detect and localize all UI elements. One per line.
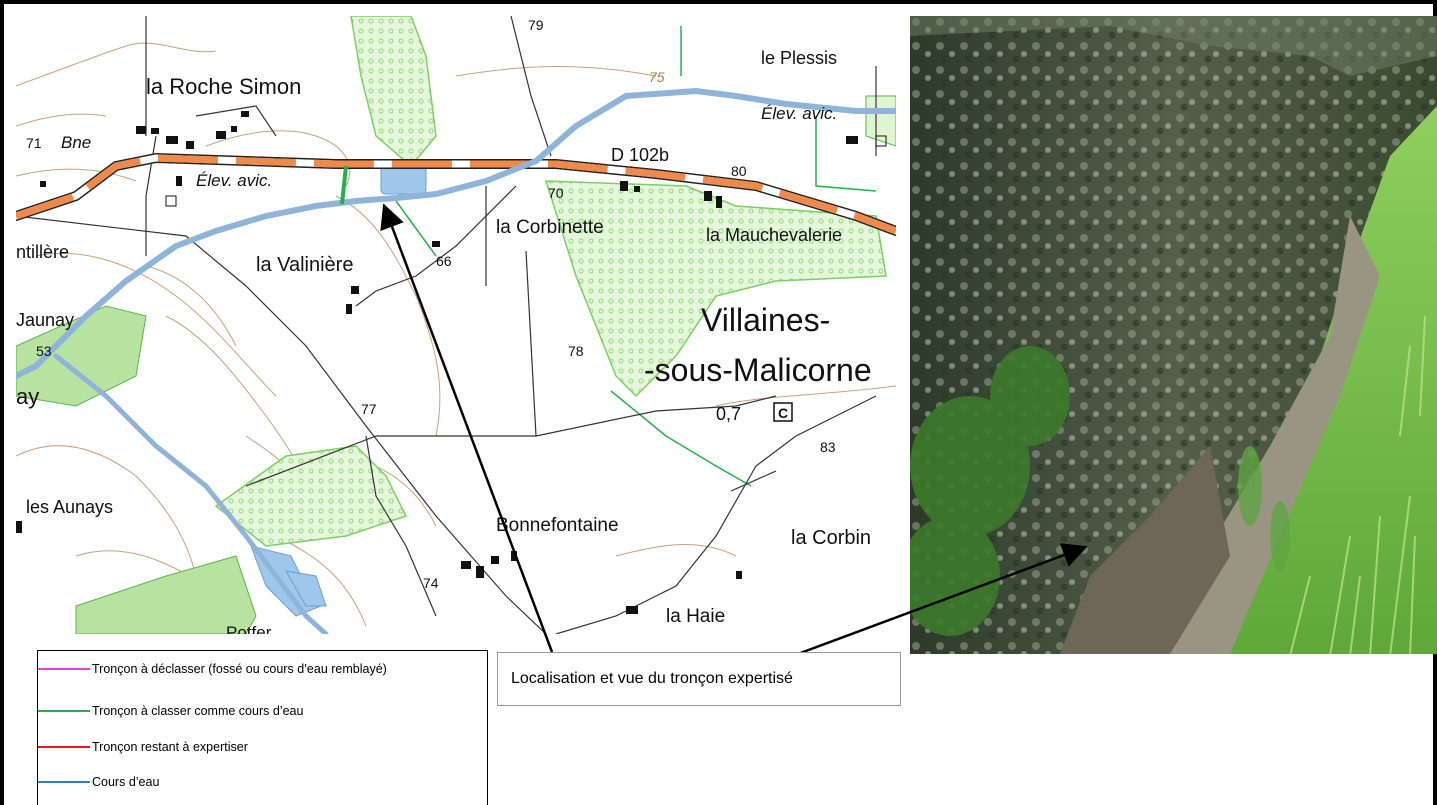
label-valiniere: la Valinière <box>256 254 353 276</box>
legend-item-declassify: Tronçon à déclasser (fossé ou cours d’ea… <box>38 659 387 679</box>
legend-label: Tronçon à classer comme cours d’eau <box>92 704 304 718</box>
elevation-77: 77 <box>361 401 377 417</box>
elevation-83: 83 <box>820 439 836 455</box>
site-photo <box>910 16 1437 654</box>
label-aunays: les Aunays <box>26 497 113 517</box>
elevation-75: 75 <box>649 69 665 85</box>
caption-box: Localisation et vue du tronçon expertisé <box>497 652 901 706</box>
label-roche-simon: la Roche Simon <box>146 74 301 99</box>
place-labels: la Roche Simon le Plessis Bne Élev. avic… <box>16 48 872 634</box>
legend-label: Tronçon à déclasser (fossé ou cours d’ea… <box>92 662 387 676</box>
expertised-segment <box>340 165 348 205</box>
caption-text: Localisation et vue du tronçon expertisé <box>511 670 793 687</box>
legend-swatch <box>38 746 90 748</box>
legend-swatch <box>38 710 90 712</box>
label-val07: 0,7 <box>716 404 741 424</box>
map-canvas: la Roche Simon le Plessis Bne Élev. avic… <box>16 16 896 634</box>
label-haie: la Haie <box>666 606 725 627</box>
label-corbinette: la Corbinette <box>496 217 604 238</box>
map-legend: Tronçon à déclasser (fossé ou cours d’ea… <box>37 650 488 805</box>
vegetation-areas <box>16 16 896 634</box>
legend-label: Cours d’eau <box>92 775 160 789</box>
label-corbin: la Corbin <box>791 527 871 549</box>
label-elev-2: Élev. avic. <box>761 104 837 123</box>
legend-swatch <box>38 668 90 670</box>
label-ntillere: ntillère <box>16 242 69 262</box>
photo-canvas <box>910 16 1437 654</box>
cemetery-symbol: C <box>773 402 793 422</box>
cemetery-letter: C <box>778 405 788 421</box>
legend-item-remaining: Tronçon restant à expertiser <box>38 737 248 757</box>
label-bonnefontaine: Bonnefontaine <box>496 515 619 536</box>
label-malicorne: -sous-Malicorne <box>644 352 872 388</box>
elevation-66: 66 <box>436 253 452 269</box>
legend-swatch <box>38 781 90 783</box>
legend-item-classify: Tronçon à classer comme cours d’eau <box>38 701 303 721</box>
topographic-map: la Roche Simon le Plessis Bne Élev. avic… <box>16 16 896 634</box>
label-plessis: le Plessis <box>761 48 837 68</box>
elevation-80: 80 <box>731 163 747 179</box>
stream <box>16 87 896 634</box>
label-d102b: D 102b <box>611 145 669 165</box>
legend-label: Tronçon restant à expertiser <box>92 740 248 754</box>
label-villaines: Villaines- <box>701 302 830 338</box>
label-elev-1: Élev. avic. <box>196 171 272 190</box>
label-jaunay: Jaunay <box>16 310 74 330</box>
label-bne: Bne <box>61 133 91 152</box>
legend-item-watercourse: Cours d’eau <box>38 772 159 792</box>
elevation-53: 53 <box>36 343 52 359</box>
elevation-74: 74 <box>423 575 439 591</box>
elevation-70: 70 <box>548 185 564 201</box>
elevation-78: 78 <box>568 343 584 359</box>
elevation-79: 79 <box>528 17 544 33</box>
road-d102b <box>16 152 896 236</box>
label-mauchevalerie: la Mauchevalerie <box>706 225 842 245</box>
elevation-71: 71 <box>26 135 42 151</box>
label-potfer: Potfer <box>226 623 272 634</box>
label-ay: ay <box>16 384 39 409</box>
